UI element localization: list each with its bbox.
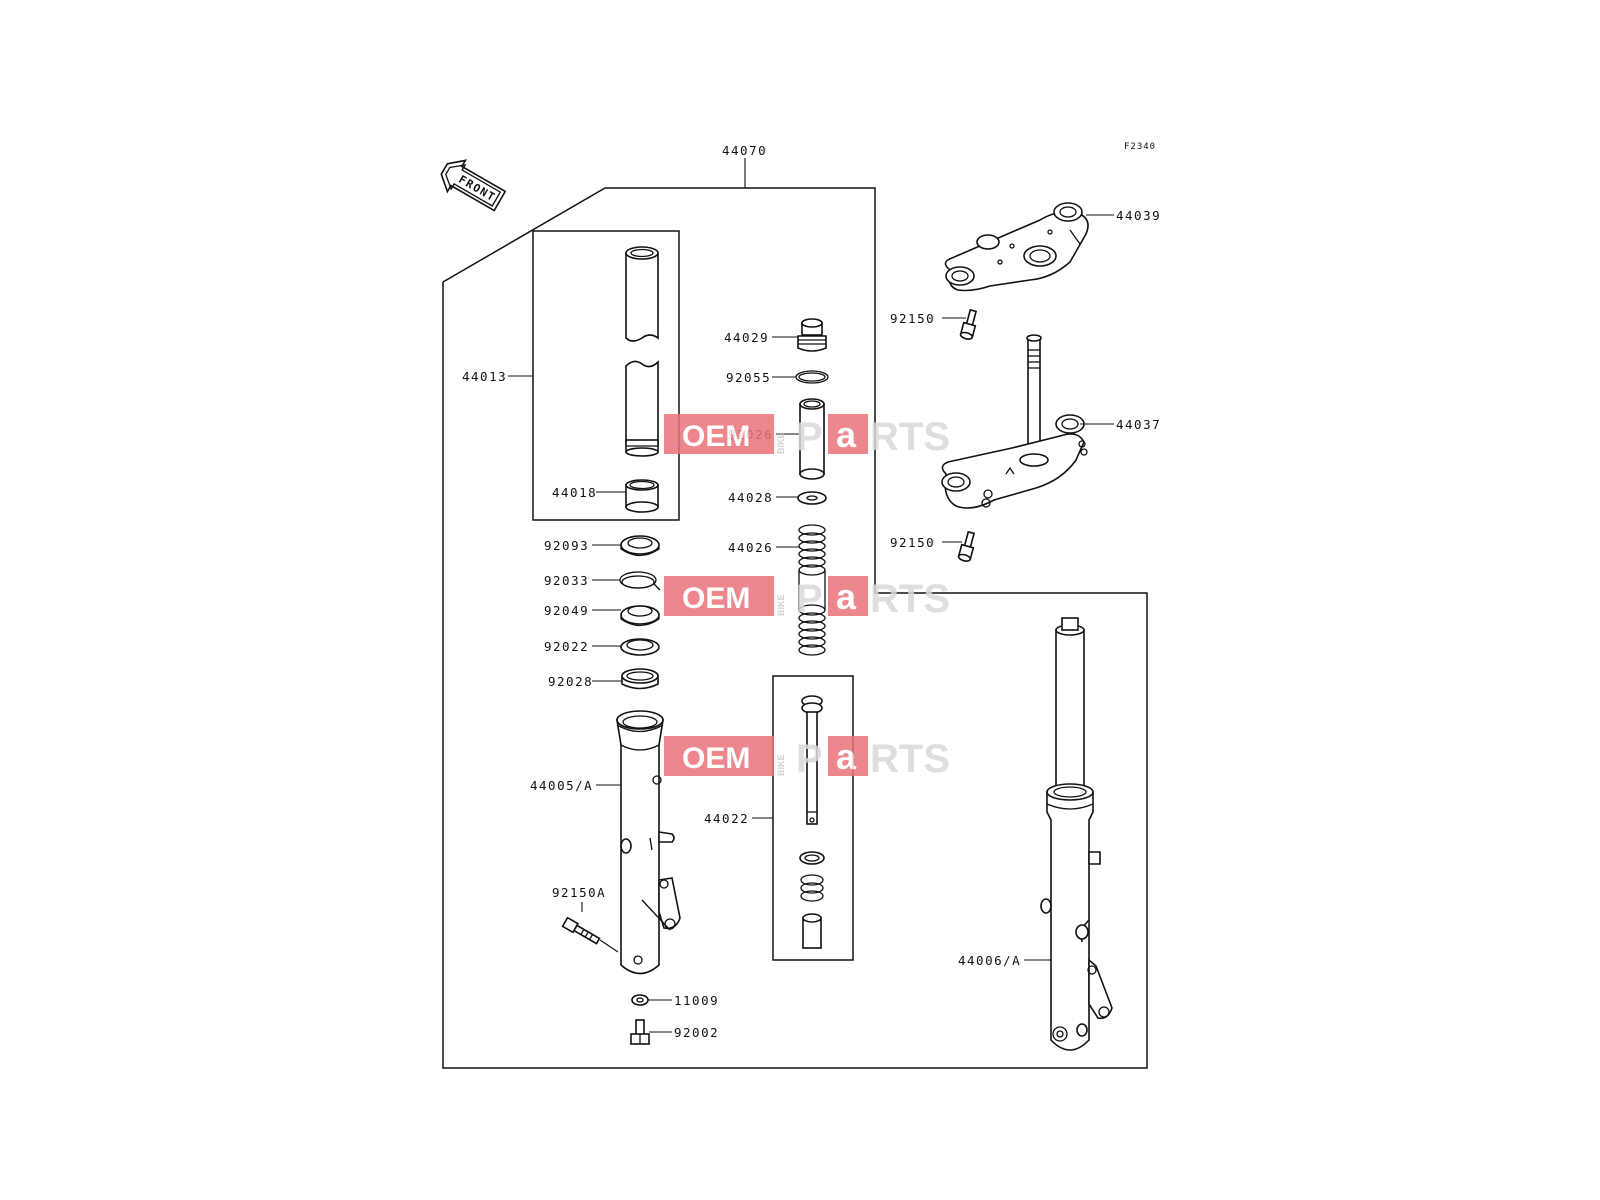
- spacer-part: [799, 398, 825, 480]
- diagram-code: F2340: [1124, 142, 1156, 152]
- callout-44026: 44026: [728, 540, 773, 555]
- svg-text:P: P: [796, 415, 823, 459]
- bolt-92150-mid-part: [957, 530, 976, 562]
- callout-44039: 44039: [1116, 208, 1161, 223]
- damper-rod-part: [799, 695, 825, 949]
- svg-text:BIKE: BIKE: [776, 432, 786, 454]
- upper-bracket-part: [944, 202, 1089, 292]
- outer-bushing-part: [621, 668, 659, 690]
- svg-text:BIKE: BIKE: [776, 594, 786, 616]
- leader-lines: [508, 214, 1114, 1033]
- svg-text:a: a: [836, 736, 857, 777]
- lower-bracket-part: [941, 334, 1088, 509]
- svg-text:RTS: RTS: [870, 737, 950, 781]
- svg-text:RTS: RTS: [870, 415, 950, 459]
- svg-text:OEM: OEM: [682, 420, 750, 453]
- watermark-1: OEM BIKE P a RTS: [664, 414, 950, 459]
- watermark-3: OEM BIKE P a RTS: [664, 736, 950, 781]
- svg-text:RTS: RTS: [870, 577, 950, 621]
- callout-92055: 92055: [726, 370, 771, 385]
- svg-text:P: P: [796, 577, 823, 621]
- dust-seal-part: [620, 605, 660, 627]
- drain-bolt-part: [630, 1019, 650, 1045]
- callout-92028: 92028: [548, 674, 593, 689]
- callout-44018: 44018: [552, 485, 597, 500]
- retaining-ring-part: [619, 571, 661, 591]
- callout-44005A: 44005/A: [530, 778, 593, 793]
- callout-92150-top: 92150: [890, 311, 935, 326]
- svg-text:OEM: OEM: [682, 742, 750, 775]
- spring-seat-part: [797, 491, 827, 505]
- washer-part: [620, 638, 660, 656]
- front-arrow-icon: FRONT: [440, 159, 507, 212]
- bolt-92150-top-part: [959, 308, 978, 340]
- svg-text:a: a: [836, 414, 857, 455]
- svg-text:P: P: [796, 737, 823, 781]
- svg-text:BIKE: BIKE: [776, 754, 786, 776]
- callout-44037: 44037: [1116, 417, 1161, 432]
- callout-11009: 11009: [674, 993, 719, 1008]
- inner-tube-part: [625, 246, 659, 457]
- oil-seal-part: [620, 535, 660, 557]
- callout-92150A: 92150A: [552, 885, 606, 900]
- outer-tube-right-part: [1040, 617, 1113, 1051]
- callout-44029: 44029: [724, 330, 769, 345]
- o-ring-part: [795, 370, 829, 384]
- callout-44028: 44028: [728, 490, 773, 505]
- callout-44070: 44070: [722, 143, 767, 158]
- callout-92002: 92002: [674, 1025, 719, 1040]
- callout-44022: 44022: [704, 811, 749, 826]
- cap-bolt-part: [797, 318, 827, 352]
- fork-spring-part: [798, 524, 826, 656]
- watermark-2: OEM BIKE P a RTS: [664, 576, 950, 621]
- svg-text:a: a: [836, 576, 857, 617]
- assembly-frame: 44070: [442, 143, 1148, 1069]
- callout-92033: 92033: [544, 573, 589, 588]
- callout-92150-mid: 92150: [890, 535, 935, 550]
- callout-44006A: 44006/A: [958, 953, 1021, 968]
- bushing-part: [625, 479, 659, 513]
- callout-44013: 44013: [462, 369, 507, 384]
- outer-tube-left-part: [616, 710, 681, 975]
- gasket-part: [631, 994, 649, 1006]
- callout-92022: 92022: [544, 639, 589, 654]
- callout-92093: 92093: [544, 538, 589, 553]
- svg-text:OEM: OEM: [682, 582, 750, 615]
- callout-92049: 92049: [544, 603, 589, 618]
- bolt-92150A-part: [561, 916, 601, 945]
